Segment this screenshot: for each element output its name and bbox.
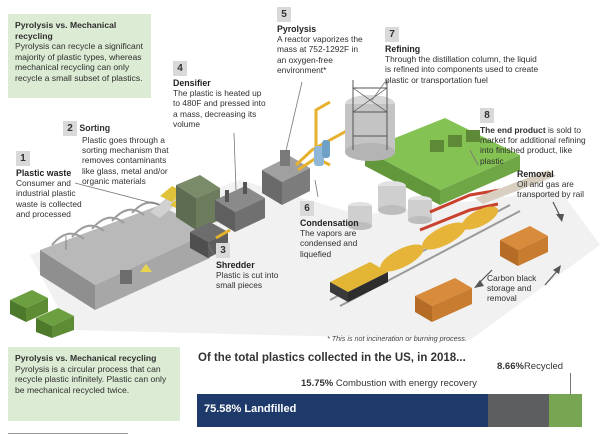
- stats-title: Of the total plastics collected in the U…: [198, 352, 466, 364]
- landfilled-text: Landfilled: [244, 403, 297, 415]
- carbon-black-label: Carbon black storage and removal: [487, 273, 549, 304]
- refinery-building-icon: [365, 118, 520, 205]
- step-sorting: 2 Sorting Plastic goes through a sorting…: [63, 121, 181, 186]
- distillation-column-icon: [345, 80, 395, 161]
- combustion-text: Combustion with energy recovery: [335, 378, 477, 389]
- recycled-label: 8.66%Recycled: [497, 361, 563, 372]
- green-truck-icon: [10, 290, 48, 322]
- callout-top-title: Pyrolysis vs. Mechanical recycling: [15, 20, 117, 41]
- densifier-icon: [215, 182, 265, 232]
- callout-bottom-body: Pyrolysis is a circular process that can…: [15, 363, 167, 395]
- storage-tanks-icon: [348, 181, 432, 230]
- step-7-text: Through the distillation column, the liq…: [385, 54, 539, 85]
- step-2-header: 2 Sorting: [63, 121, 111, 136]
- callout-bottom-title: Pyrolysis vs. Mechanical recycling: [15, 353, 157, 363]
- step-2-number: 2: [63, 121, 77, 136]
- recycled-pct: 8.66%: [497, 361, 524, 372]
- arrow-icon: [552, 201, 564, 222]
- removal-label: Removal Oil and gas are transported by r…: [517, 169, 597, 200]
- removal-title: Removal: [517, 169, 554, 179]
- step-densifier: 4 Densifier The plastic is heated up to …: [173, 61, 268, 129]
- step-6-text: The vapors are condensed and liquefied: [300, 228, 358, 259]
- arrow-icon: [474, 269, 493, 288]
- bar-combustion: [488, 394, 549, 427]
- step-5-text: A reactor vaporizes the mass at 752-1292…: [277, 34, 363, 75]
- bar-recycled: [549, 394, 582, 427]
- green-truck-icon: [36, 308, 74, 338]
- step-1-number: 1: [16, 151, 30, 166]
- step-8-title: The end product: [480, 125, 546, 135]
- removal-text: Oil and gas are transported by rail: [517, 179, 585, 200]
- stacked-bar-chart: 75.58% Landfilled: [197, 394, 582, 427]
- train-locomotive-icon: [330, 262, 388, 302]
- step-7-number: 7: [385, 27, 399, 42]
- carbon-black-text: Carbon black storage and removal: [487, 273, 537, 304]
- step-2-title: Sorting: [79, 123, 111, 133]
- combustion-label: 15.75% Combustion with energy recovery: [301, 378, 477, 389]
- step-plastic-waste: 1 Plastic waste Consumer and industrial …: [16, 151, 91, 219]
- callout-pyrolysis-vs-mechanical-bottom: Pyrolysis vs. Mechanical recycling Pyrol…: [8, 347, 180, 421]
- pyrolysis-plant-illustration: [10, 80, 600, 340]
- red-pipes-icon: [419, 188, 501, 232]
- step-8-number: 8: [480, 108, 494, 123]
- step-condensation: 6 Condensation The vapors are condensed …: [300, 201, 372, 259]
- step-3-number: 3: [216, 243, 230, 258]
- tank-car-icon: [422, 222, 466, 250]
- step-2-text: Plastic goes through a sorting mechanism…: [82, 135, 169, 186]
- arrow-icon: [544, 265, 561, 286]
- tank-car-icon: [461, 206, 499, 230]
- callout-pyrolysis-vs-mechanical-top: Pyrolysis vs. Mechanical recycling Pyrol…: [8, 14, 151, 98]
- bar-landfilled: 75.58% Landfilled: [197, 394, 488, 427]
- step-6-title: Condensation: [300, 218, 359, 228]
- step-4-text: The plastic is heated up to 480F and pre…: [173, 88, 266, 129]
- sorting-machine-icon: [150, 175, 220, 230]
- orange-truck-icon: [500, 226, 548, 266]
- leader-lines: [65, 81, 479, 256]
- step-1-text: Consumer and industrial plastic waste is…: [16, 178, 82, 219]
- step-refining: 7 Refining Through the distillation colu…: [385, 27, 543, 85]
- step-8-text: is sold to market for additional refinin…: [480, 125, 586, 166]
- warehouse-icon: [40, 201, 210, 310]
- step-5-title: Pyrolysis: [277, 24, 317, 34]
- step-4-number: 4: [173, 61, 187, 76]
- recycled-leader-line: [570, 373, 571, 394]
- bottom-divider: [8, 433, 128, 434]
- carbon-conveyor-icon: [475, 170, 556, 204]
- landfilled-pct: 75.58%: [204, 403, 242, 415]
- step-shredder: 3 Shredder Plastic is cut into small pie…: [216, 243, 296, 291]
- callout-top-body: Pyrolysis can recycle a significant majo…: [15, 41, 143, 83]
- step-3-title: Shredder: [216, 260, 255, 270]
- step-3-text: Plastic is cut into small pieces: [216, 270, 279, 291]
- combustion-pct: 15.75%: [301, 378, 334, 389]
- step-4-title: Densifier: [173, 78, 211, 88]
- recycled-text: Recycled: [523, 361, 564, 372]
- rooftop-units-icon: [430, 130, 480, 152]
- step-end-product: 8 The end product is sold to market for …: [480, 108, 595, 166]
- step-5-number: 5: [277, 7, 291, 22]
- step-6-number: 6: [300, 201, 314, 216]
- step-pyrolysis: 5 Pyrolysis A reactor vaporizes the mass…: [277, 7, 367, 75]
- footnote: * This is not incineration or burning pr…: [327, 334, 467, 343]
- step-8-text-wrap: The end product is sold to market for ad…: [480, 125, 595, 166]
- orange-truck-icon: [415, 278, 472, 322]
- condensation-unit-icon: [314, 140, 330, 166]
- landfilled-label: 75.58% Landfilled: [204, 403, 296, 415]
- tank-car-icon: [380, 244, 424, 272]
- step-1-title: Plastic waste: [16, 168, 72, 178]
- step-7-title: Refining: [385, 44, 421, 54]
